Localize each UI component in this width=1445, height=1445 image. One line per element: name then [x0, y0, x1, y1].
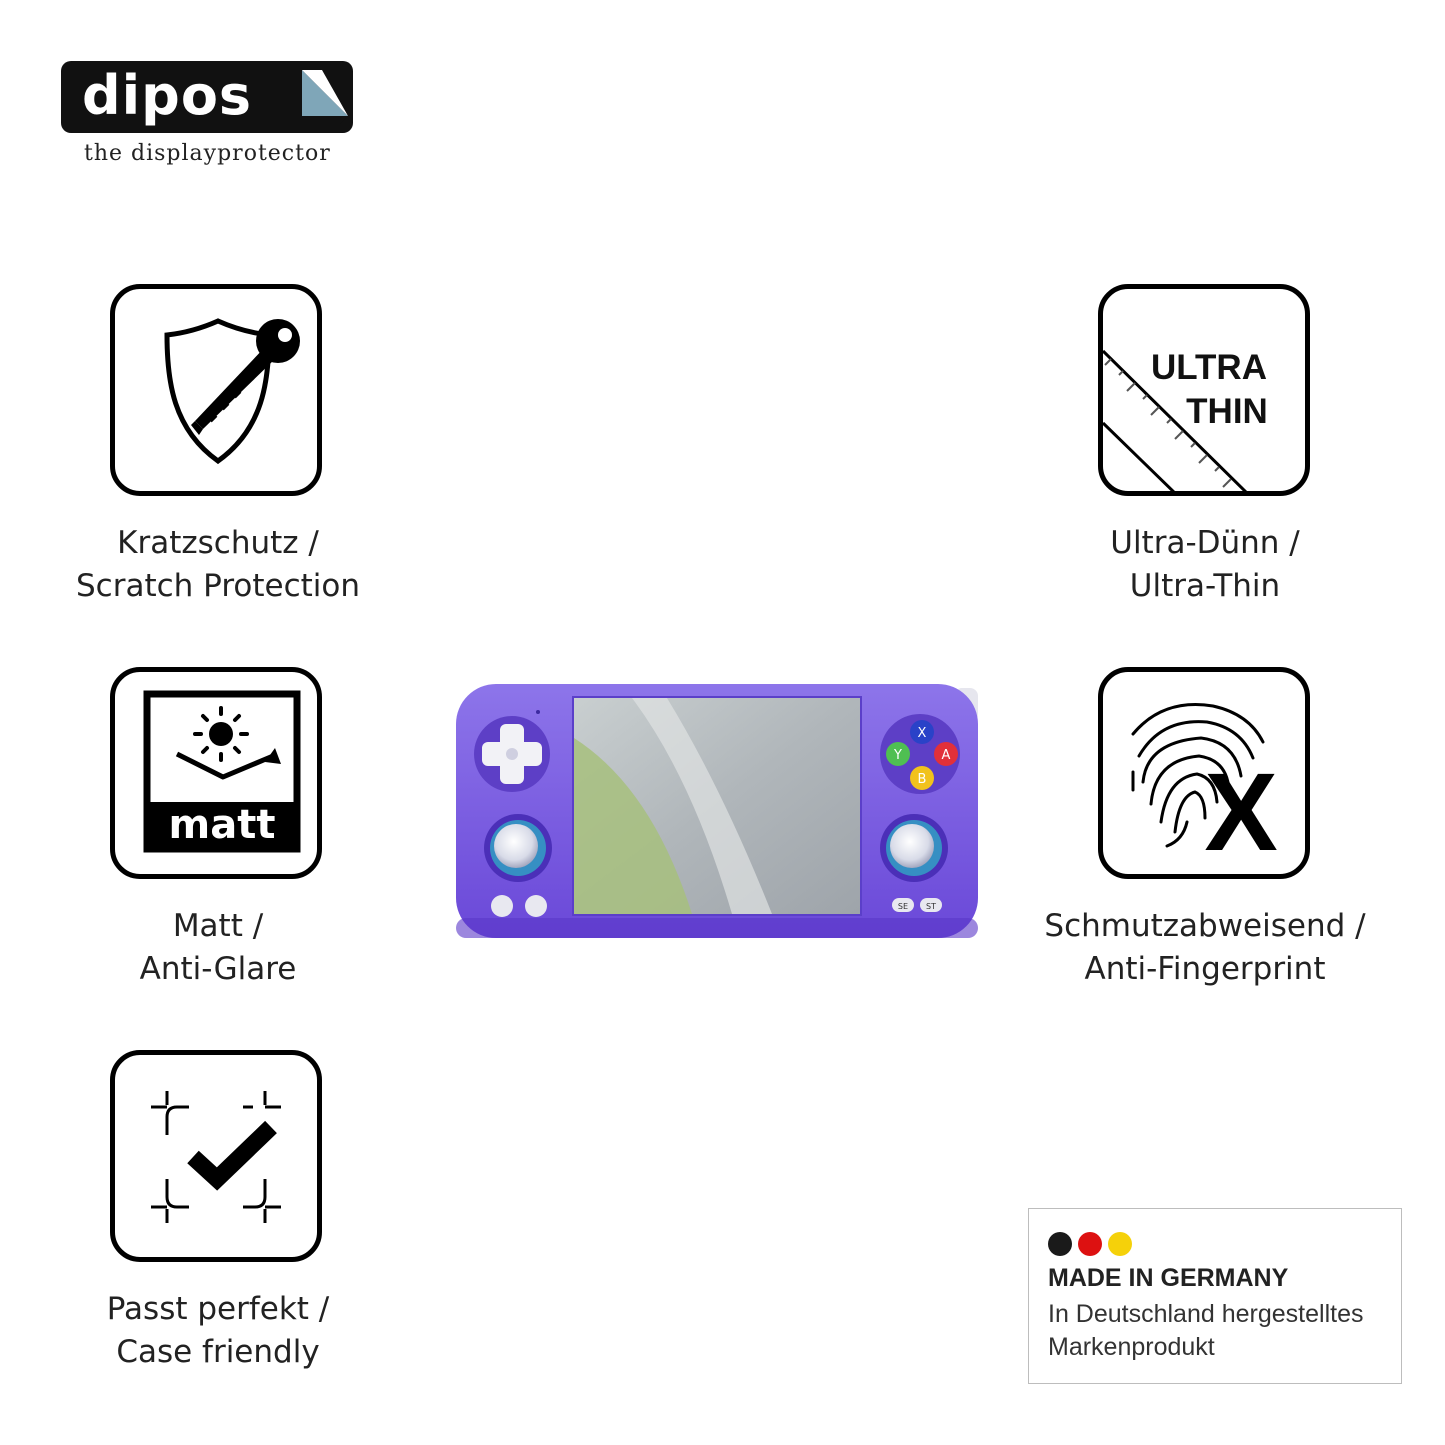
- german-flag-dots: [1048, 1232, 1132, 1256]
- svg-text:ULTRA: ULTRA: [1151, 348, 1267, 387]
- case-friendly-badge: [110, 1050, 322, 1262]
- svg-text:B: B: [918, 772, 927, 787]
- anti-glare-badge: matt: [110, 667, 322, 879]
- feature-caption-fit: Passt perfekt /Case friendly: [106, 1291, 330, 1370]
- ultra-thin-ruler-icon: ULTRA THIN: [1103, 348, 1268, 491]
- page-corner-icon: [302, 70, 348, 124]
- made-in-title: MADE IN GERMANY: [1048, 1264, 1289, 1292]
- handheld-console: X Y A B SE ST: [456, 684, 978, 938]
- scratch-protection-badge: [110, 284, 322, 496]
- brand-name: dipos: [82, 64, 253, 127]
- left-joystick: [484, 814, 552, 882]
- feature-caption-scratch: Kratzschutz /Scratch Protection: [76, 525, 360, 604]
- fingerprint-x-icon: X: [1131, 703, 1278, 874]
- fit-check-icon: [151, 1091, 281, 1223]
- dpad: [474, 716, 550, 792]
- svg-text:THIN: THIN: [1186, 392, 1268, 431]
- anti-fingerprint-badge: X: [1098, 667, 1310, 879]
- brand-tagline: the displayprotector: [84, 141, 331, 166]
- svg-text:ST: ST: [926, 902, 936, 911]
- feature-caption-matt: Matt /Anti-Glare: [139, 908, 297, 987]
- right-joystick: [880, 814, 948, 882]
- feature-caption-fingerprint: Schmutzabweisend /Anti-Fingerprint: [1044, 908, 1366, 987]
- svg-text:X: X: [918, 726, 927, 741]
- feature-caption-thin: Ultra-Dünn /Ultra-Thin: [1110, 525, 1300, 604]
- shield-key-icon: [164, 318, 300, 465]
- svg-text:SE: SE: [898, 902, 908, 911]
- sun-icon: [193, 706, 249, 762]
- face-buttons: X Y A B: [880, 714, 960, 794]
- svg-text:X: X: [1204, 751, 1277, 874]
- svg-text:matt: matt: [169, 802, 276, 848]
- svg-text:Y: Y: [893, 748, 902, 763]
- svg-text:A: A: [942, 748, 951, 763]
- ultra-thin-badge: ULTRA THIN: [1098, 284, 1310, 496]
